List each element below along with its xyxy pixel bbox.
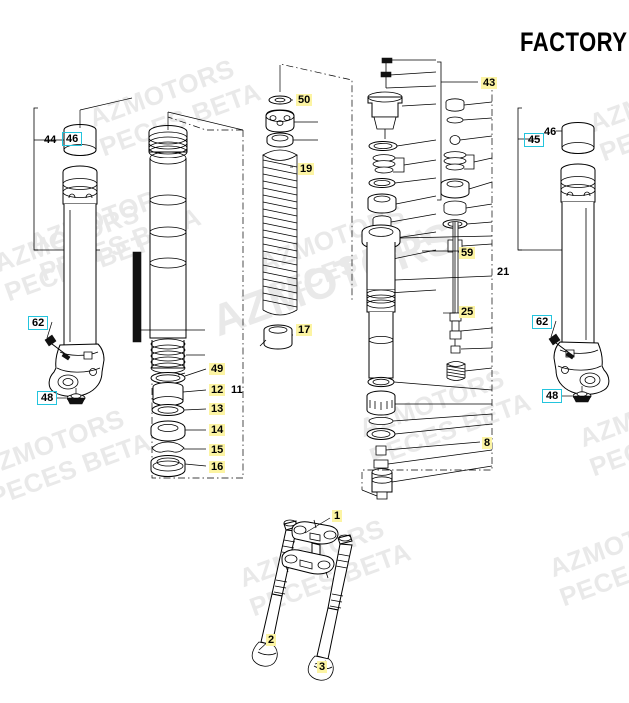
- spring-top-nut: [265, 109, 295, 133]
- callout-62-left[interactable]: 62: [28, 316, 49, 330]
- callout-15[interactable]: 15: [209, 444, 226, 456]
- callout-17[interactable]: 17: [296, 324, 313, 336]
- cartridge-body: [361, 224, 493, 379]
- cartridge-column-right: [440, 98, 493, 253]
- right-fork-leg-group: [517, 107, 610, 403]
- callout-62-right[interactable]: 62: [532, 315, 553, 329]
- bushing-12: [152, 382, 184, 406]
- spring-spacer-ring: [266, 132, 294, 148]
- triple-clamp-1: [281, 519, 339, 579]
- clip-15: [151, 441, 185, 453]
- rod-end-25: [449, 312, 462, 354]
- callout-19[interactable]: 19: [298, 163, 315, 175]
- callout-43[interactable]: 43: [481, 77, 498, 89]
- spring-group: [259, 63, 353, 350]
- callout-14[interactable]: 14: [209, 424, 226, 436]
- callout-44[interactable]: 44: [44, 134, 57, 146]
- callout-16[interactable]: 16: [209, 461, 226, 473]
- fork-spring-19: [262, 149, 298, 316]
- washer-50: [268, 95, 292, 105]
- damper-rod-59: [422, 222, 459, 314]
- nut-48-left: [66, 393, 86, 405]
- center-fork-tube-group: [132, 111, 244, 479]
- bolt-62-left: [44, 334, 71, 361]
- callout-21[interactable]: 21: [497, 266, 510, 278]
- callout-48-left[interactable]: 48: [37, 391, 58, 405]
- callout-25[interactable]: 25: [459, 306, 476, 318]
- callout-45[interactable]: 45: [524, 133, 545, 147]
- fork-assembly-group: [251, 517, 353, 681]
- washer-13: [151, 404, 185, 416]
- dust-seal-16: [150, 455, 186, 477]
- callout-46-left[interactable]: 46: [62, 132, 83, 146]
- oil-seal-14: [150, 420, 186, 442]
- callout-46-right[interactable]: 46: [544, 126, 557, 138]
- callout-12[interactable]: 12: [209, 384, 226, 396]
- callout-13[interactable]: 13: [209, 403, 226, 415]
- callout-50[interactable]: 50: [296, 94, 313, 106]
- callout-8[interactable]: 8: [482, 437, 493, 449]
- retaining-ring-49: [150, 372, 186, 384]
- spring-seat-17: [259, 324, 293, 350]
- bolt-62-right: [548, 333, 575, 360]
- callout-1[interactable]: 1: [332, 510, 343, 522]
- page-title: FACTORY: [520, 27, 628, 57]
- callout-48-right[interactable]: 48: [542, 389, 563, 403]
- callout-59[interactable]: 59: [459, 247, 476, 259]
- left-fork-leg-group: [33, 97, 133, 405]
- cartridge-bottom-stack: [361, 376, 493, 500]
- cartridge-spring: [446, 361, 466, 381]
- callout-11[interactable]: 11: [231, 384, 243, 396]
- callout-2[interactable]: 2: [266, 634, 277, 646]
- callout-49[interactable]: 49: [209, 363, 226, 375]
- callout-3[interactable]: 3: [317, 661, 328, 673]
- cartridge-group: [361, 57, 493, 500]
- nut-48-right: [572, 391, 592, 403]
